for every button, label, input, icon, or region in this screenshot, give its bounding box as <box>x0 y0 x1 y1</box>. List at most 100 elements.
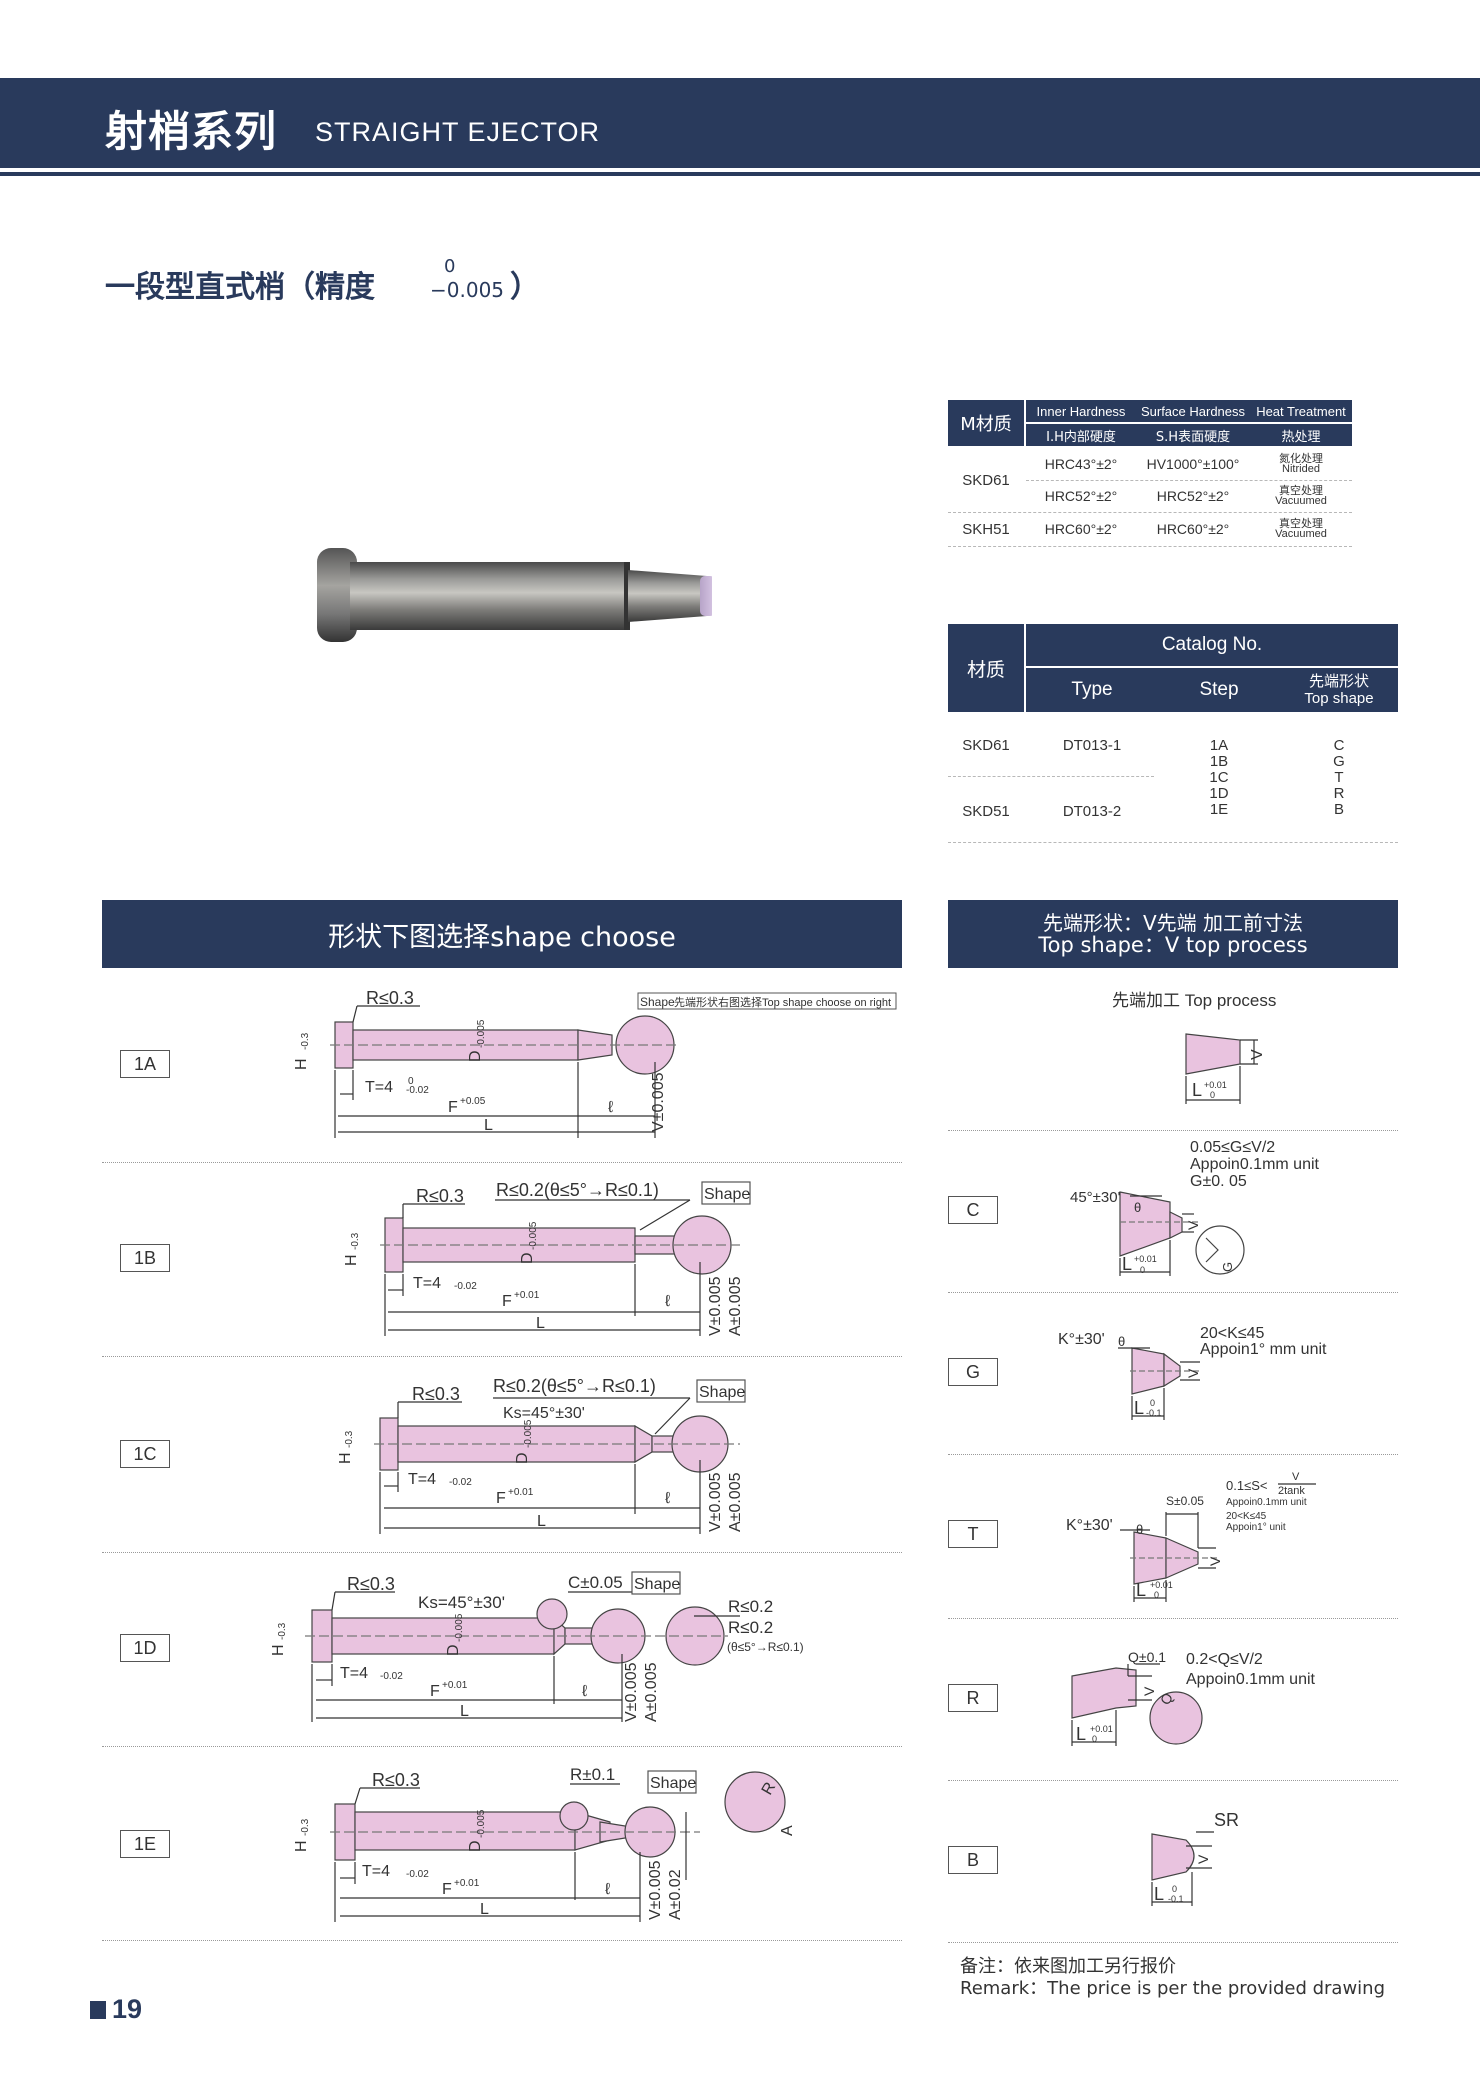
f-tol-1c: +0.01 <box>508 1487 534 1498</box>
v-tol-1a: V±0.005 <box>650 1072 667 1132</box>
heat-treatment-header-en: Heat Treatment <box>1250 400 1352 422</box>
ks-label-1d: Ks=45°±30' <box>418 1593 505 1612</box>
top-label-r[interactable]: R <box>948 1684 998 1712</box>
t-frac-bot: 2tank <box>1278 1485 1305 1497</box>
material-row-1-surface: HV1000°±100° <box>1146 456 1240 472</box>
r-rule1: 0.2<Q≤V/2 <box>1186 1651 1263 1668</box>
l-big-1b: L <box>536 1315 545 1332</box>
r-q: Q±0.1 <box>1128 1649 1166 1665</box>
shape-label-1e[interactable]: 1E <box>120 1830 170 1858</box>
remark: 备注：依来图加工另行报价 Remark：The price is per the… <box>960 1956 1385 2000</box>
catalog-step-header: Step <box>1158 668 1280 712</box>
c-l: L <box>1122 1254 1132 1274</box>
b-l: L <box>1154 1884 1164 1904</box>
g-rule2: Appoin1° mm unit <box>1200 1341 1327 1358</box>
base-l-tol: +0.01 <box>1204 1080 1227 1090</box>
d-tol-1a: -0.005 <box>476 1019 487 1048</box>
drawing-1e: R≤0.3 R±0.1 Shape R A T=4 -0.02 F +0.01 … <box>293 1765 796 1922</box>
a-tol-1b: A±0.005 <box>727 1276 744 1336</box>
f-tol-1e: +0.01 <box>454 1878 480 1889</box>
material-row-3-heat-en: Vacuumed <box>1275 528 1327 540</box>
t-dim-1c: T=4 <box>408 1471 436 1488</box>
drawing-1b: R≤0.3 R≤0.2(θ≤5°→R≤0.1) Shape T=4 -0.02 … <box>343 1180 751 1336</box>
top-process-title: 先端加工 Top process <box>1112 991 1276 1010</box>
d-tol-1d: -0.005 <box>454 1613 465 1642</box>
material-row-1-heat-cn: 氮化处理 <box>1279 452 1323 465</box>
page-number-marker <box>90 2001 106 2019</box>
c-l-tol: +0.01 <box>1134 1254 1157 1264</box>
base-l-zero: 0 <box>1210 1090 1215 1100</box>
l-small-1e: ℓ <box>605 1881 610 1898</box>
g-l: L <box>1134 1398 1144 1418</box>
v-tol-1b: V±0.005 <box>707 1276 724 1336</box>
material-row-1-heat-en: Nitrided <box>1282 463 1320 475</box>
g-angle: K°±30' <box>1058 1331 1105 1348</box>
top-label-t[interactable]: T <box>948 1520 998 1548</box>
shape-note-1a: 先端形状右图选择Top shape choose on right <box>674 995 891 1009</box>
subtitle: 一段型直式梢（精度 <box>105 270 375 305</box>
h-tol-1a: -0.3 <box>300 1032 311 1050</box>
b-l-tol: -0.1 <box>1168 1894 1184 1904</box>
d-tol-1b: -0.005 <box>528 1221 539 1250</box>
h-tol-1d: -0.3 <box>277 1622 288 1640</box>
h-tol-1b: -0.3 <box>350 1232 361 1250</box>
f-tol-1b: +0.01 <box>514 1290 540 1301</box>
a-tol-1d: A±0.005 <box>643 1662 660 1722</box>
h-tol-1e: -0.3 <box>300 1818 311 1836</box>
top-process-g: K°±30' θ 20<K≤45 Appoin1° mm unit V L 0 … <box>1058 1325 1327 1420</box>
h-dim-1a: H <box>293 1058 310 1070</box>
c-g: G <box>1220 1262 1235 1272</box>
material-row-2-inner: HRC52°±2° <box>1044 488 1118 504</box>
r03-label-1c: R≤0.3 <box>412 1384 460 1404</box>
subtitle-tolerance: 0 −0.005 <box>430 256 504 302</box>
material-row-2-surface: HRC52°±2° <box>1156 488 1230 504</box>
top-process-base: V L +0.01 0 <box>1185 1033 1266 1104</box>
v-tol-1c: V±0.005 <box>707 1472 724 1532</box>
f-dim-1e: F <box>442 1881 452 1898</box>
c-angle: 45°±30' <box>1070 1189 1121 1206</box>
top-label-b[interactable]: B <box>948 1846 998 1874</box>
material-row-1-inner: HRC43°±2° <box>1044 456 1118 472</box>
catalog-step: 1B <box>1209 753 1229 770</box>
r03-label-1e: R≤0.3 <box>372 1770 420 1790</box>
shape-label-1d-drawing: Shape <box>634 1576 680 1593</box>
shape-label-1b[interactable]: 1B <box>120 1244 170 1272</box>
catalog-steps: 1A 1B 1C 1D 1E <box>1158 738 1280 818</box>
f-tol-1d: +0.01 <box>442 1680 468 1691</box>
l-small-1c: ℓ <box>665 1490 670 1507</box>
shape-label-1d[interactable]: 1D <box>120 1634 170 1662</box>
top-label-c[interactable]: C <box>948 1196 998 1224</box>
t-tol-1b: -0.02 <box>454 1281 477 1292</box>
c-v: V <box>1185 1220 1201 1230</box>
f-tol-1a: +0.05 <box>460 1096 486 1107</box>
catalog-shape: C <box>1333 737 1345 754</box>
f-dim-1d: F <box>430 1683 440 1700</box>
catalog-step: 1A <box>1209 737 1229 754</box>
surface-hardness-header-en: Surface Hardness <box>1136 400 1250 422</box>
catalog-row-2-type: DT013-2 <box>1062 802 1122 820</box>
ejector-pin-photo <box>317 548 712 642</box>
t-angle: K°±30' <box>1066 1517 1113 1534</box>
c-l-zero: 0 <box>1140 1265 1145 1275</box>
r-rule2: Appoin0.1mm unit <box>1186 1671 1316 1688</box>
t-tol-up-1a: 0 <box>408 1076 414 1087</box>
theta-rule-1d: (θ≤5°→R≤0.1) <box>727 1640 804 1654</box>
r03-label-1a: R≤0.3 <box>366 988 414 1008</box>
l-big-1e: L <box>480 1901 489 1918</box>
subtitle-close: ） <box>510 270 540 305</box>
shape-label-1a[interactable]: 1A <box>120 1050 170 1078</box>
catalog-step: 1D <box>1209 785 1229 802</box>
t-rule2: Appoin0.1mm unit <box>1226 1497 1307 1508</box>
top-shape-title-cn: 先端形状：V先端 加工前寸法 <box>1042 911 1304 935</box>
page-title-cn: 射梢系列 <box>105 107 278 156</box>
catalog-row-1-material: SKD61 <box>962 736 1010 754</box>
r-l: L <box>1076 1724 1086 1744</box>
t-tol-1d: -0.02 <box>380 1671 403 1682</box>
shape-label-1c[interactable]: 1C <box>120 1440 170 1468</box>
l-small-1d: ℓ <box>582 1683 587 1700</box>
top-label-g[interactable]: G <box>948 1358 998 1386</box>
base-v: V <box>1249 1049 1266 1060</box>
d-dim-1e: D <box>467 1840 484 1852</box>
catalog-shape: B <box>1333 801 1344 818</box>
